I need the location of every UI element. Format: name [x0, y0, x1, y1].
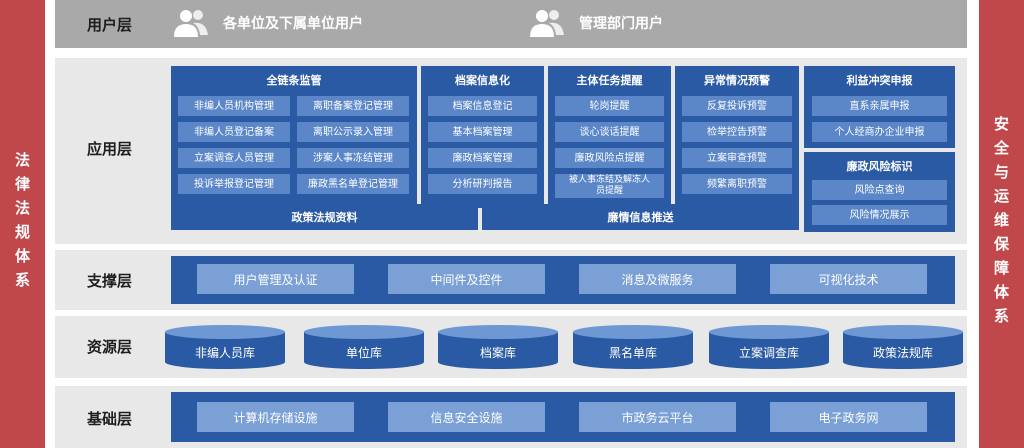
database-icon — [438, 325, 558, 369]
module-item: 个人经商办企业申报 — [812, 122, 947, 142]
database-label: 单位库 — [345, 346, 382, 360]
module-item: 检举控告预警 — [682, 122, 792, 142]
module-item: 谈心谈话提醒 — [555, 122, 664, 142]
base-layer-label: 基础层 — [87, 410, 133, 428]
policy-bar: 政策法规资料 — [171, 204, 478, 230]
support-item: 可视化技术 — [770, 264, 927, 294]
module-item: 非编人员机构管理 — [178, 96, 290, 116]
module-title: 全链条监管 — [266, 74, 322, 87]
module-item: 风险点查询 — [812, 180, 947, 200]
left-side-label: 法律法规体系 — [13, 152, 31, 296]
support-item: 消息及微服务 — [579, 264, 736, 294]
database-icon — [573, 325, 693, 369]
module-full-chain-supervision: 全链条监管 非编人员机构管理 离职备案登记管理 非编人员登记备案 离职公示录入管… — [171, 66, 417, 208]
application-layer-band: 应用层 全链条监管 非编人员机构管理 离职备案登记管理 非编人员登记备案 离职公… — [55, 58, 967, 244]
user-layer-label: 用户层 — [87, 16, 133, 34]
support-item: 用户管理及认证 — [197, 264, 354, 294]
module-archive-informatization: 档案信息化 档案信息登记 基本档案管理 廉政档案管理 分析研判报告 — [421, 66, 544, 208]
module-item: 被人事冻结及解冻人员提醒 — [555, 174, 664, 198]
module-item: 廉政风险点提醒 — [555, 148, 664, 168]
module-item: 离职公示录入管理 — [297, 122, 409, 142]
module-item: 涉案人事冻结管理 — [297, 148, 409, 168]
module-item: 档案信息登记 — [428, 96, 537, 116]
integrity-push-bar: 廉情信息推送 — [482, 204, 799, 230]
support-layer-label: 支撑层 — [87, 272, 133, 290]
module-item: 立案调查人员管理 — [178, 148, 290, 168]
module-title: 利益冲突申报 — [846, 74, 913, 87]
module-item: 直系亲属申报 — [812, 96, 947, 116]
module-anomaly-warning: 异常情况预警 反复投诉预警 检举控告预警 立案审查预警 频繁离职预警 — [675, 66, 799, 208]
module-item: 离职备案登记管理 — [297, 96, 409, 116]
right-side-bar: 安全与运维保障体系 — [979, 0, 1024, 448]
module-item: 风险情况展示 — [812, 205, 947, 225]
base-item: 市政务云平台 — [579, 402, 736, 432]
module-title: 异常情况预警 — [704, 74, 770, 87]
database-label: 政策法规库 — [872, 346, 933, 360]
module-item: 轮岗提醒 — [555, 96, 664, 116]
base-item: 计算机存储设施 — [197, 402, 354, 432]
database-label: 立案调查库 — [738, 346, 799, 360]
database-cylinder: 非编人员库 — [164, 324, 286, 370]
base-item: 信息安全设施 — [388, 402, 545, 432]
database-cylinder: 政策法规库 — [842, 324, 964, 370]
module-item: 立案审查预警 — [682, 148, 792, 168]
base-layer-band: 基础层 计算机存储设施 信息安全设施 市政务云平台 电子政务网 — [55, 386, 967, 448]
database-icon — [304, 325, 424, 369]
left-side-bar: 法律法规体系 — [0, 0, 45, 448]
module-item: 廉政档案管理 — [428, 148, 537, 168]
module-title: 档案信息化 — [455, 74, 510, 87]
database-cylinder: 档案库 — [437, 324, 559, 370]
module-title: 廉政风险标识 — [846, 160, 913, 173]
module-item: 非编人员登记备案 — [178, 122, 290, 142]
users-icon — [530, 10, 564, 37]
users-icon — [174, 10, 208, 37]
database-cylinder: 单位库 — [303, 324, 425, 370]
user-group-units: 各单位及下属单位用户 — [173, 8, 363, 38]
module-task-reminder: 主体任务提醒 轮岗提醒 谈心谈话提醒 廉政风险点提醒 被人事冻结及解冻人员提醒 — [548, 66, 671, 208]
module-risk-identification: 廉政风险标识 风险点查询 风险情况展示 — [804, 152, 955, 232]
database-cylinder: 立案调查库 — [708, 324, 830, 370]
module-conflict-declaration: 利益冲突申报 直系亲属申报 个人经商办企业申报 — [804, 66, 955, 148]
database-label: 档案库 — [479, 346, 516, 360]
resource-layer-label: 资源层 — [87, 338, 133, 356]
database-icon — [709, 325, 829, 369]
module-item: 分析研判报告 — [428, 174, 537, 194]
support-item: 中间件及控件 — [388, 264, 545, 294]
database-label: 非编人员库 — [194, 346, 255, 360]
module-item: 基本档案管理 — [428, 122, 537, 142]
module-item: 反复投诉预警 — [682, 96, 792, 116]
database-cylinder: 黑名单库 — [572, 324, 694, 370]
module-item: 廉政黑名单登记管理 — [297, 174, 409, 194]
user-group-admin: 管理部门用户 — [529, 8, 663, 38]
database-icon — [165, 325, 285, 369]
database-label: 黑名单库 — [608, 346, 657, 360]
user-group-units-label: 各单位及下属单位用户 — [223, 16, 363, 32]
user-group-admin-label: 管理部门用户 — [579, 16, 663, 32]
application-layer-label: 应用层 — [87, 140, 133, 158]
database-icon — [843, 325, 963, 369]
module-item: 投诉举报登记管理 — [178, 174, 290, 194]
user-layer-band: 用户层 各单位及下属单位用户 管理部门用户 — [55, 0, 967, 48]
module-item: 频繁离职预警 — [682, 174, 792, 194]
base-item: 电子政务网 — [770, 402, 927, 432]
support-layer-band: 支撑层 用户管理及认证 中间件及控件 消息及微服务 可视化技术 — [55, 250, 967, 310]
right-side-label: 安全与运维保障体系 — [992, 116, 1010, 332]
module-title: 主体任务提醒 — [576, 74, 643, 87]
